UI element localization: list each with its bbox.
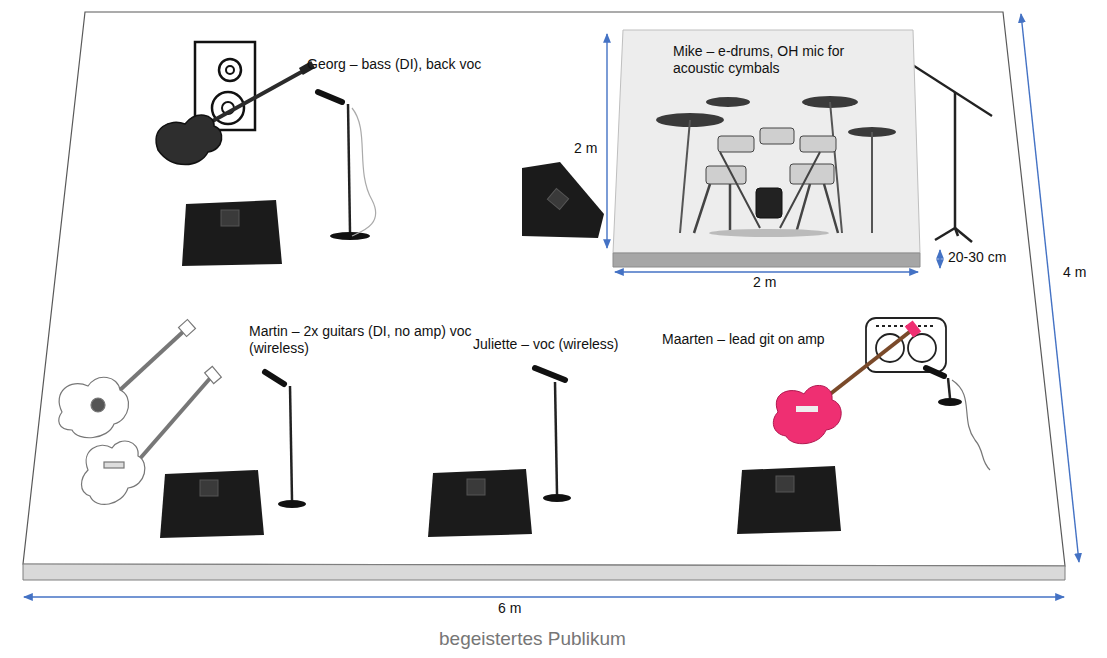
mic-stand	[535, 368, 571, 502]
electric-guitar	[82, 366, 222, 504]
performer-label: Juliette – voc (wireless)	[473, 336, 619, 353]
floor-monitor	[182, 200, 282, 266]
performer-label: Maarten – lead git on amp	[662, 331, 825, 348]
audience-note: begeistertes Publikum	[439, 627, 626, 650]
amp-mic	[926, 368, 990, 470]
performer-label: Georg – bass (DI), back voc	[307, 56, 481, 73]
floor-monitor	[160, 470, 264, 538]
bass-rig	[156, 42, 315, 165]
drum-riser: Mike – e-drums, OH mic for acoustic cymb…	[610, 28, 922, 270]
stage-platform	[23, 12, 1065, 580]
dimension-label: 6 m	[498, 600, 521, 617]
floor-monitor	[737, 466, 841, 534]
dimension-label: 2 m	[753, 274, 776, 291]
e-drum-kit	[656, 96, 896, 237]
dimension-label: 20-30 cm	[948, 249, 1006, 266]
guitar-amp	[866, 318, 946, 372]
dimension-arrows	[24, 14, 1079, 597]
dimension-label: 4 m	[1063, 264, 1086, 281]
performer-label: Mike – e-drums, OH mic for acoustic cymb…	[673, 43, 878, 77]
floor-monitor	[428, 469, 532, 537]
floor-monitor	[522, 162, 604, 238]
dimension-label: 2 m	[574, 140, 597, 157]
mic-stand	[318, 92, 376, 240]
performer-label: Martin – 2x guitars (DI, no amp) voc (wi…	[249, 323, 477, 357]
mic-stand	[265, 372, 306, 508]
